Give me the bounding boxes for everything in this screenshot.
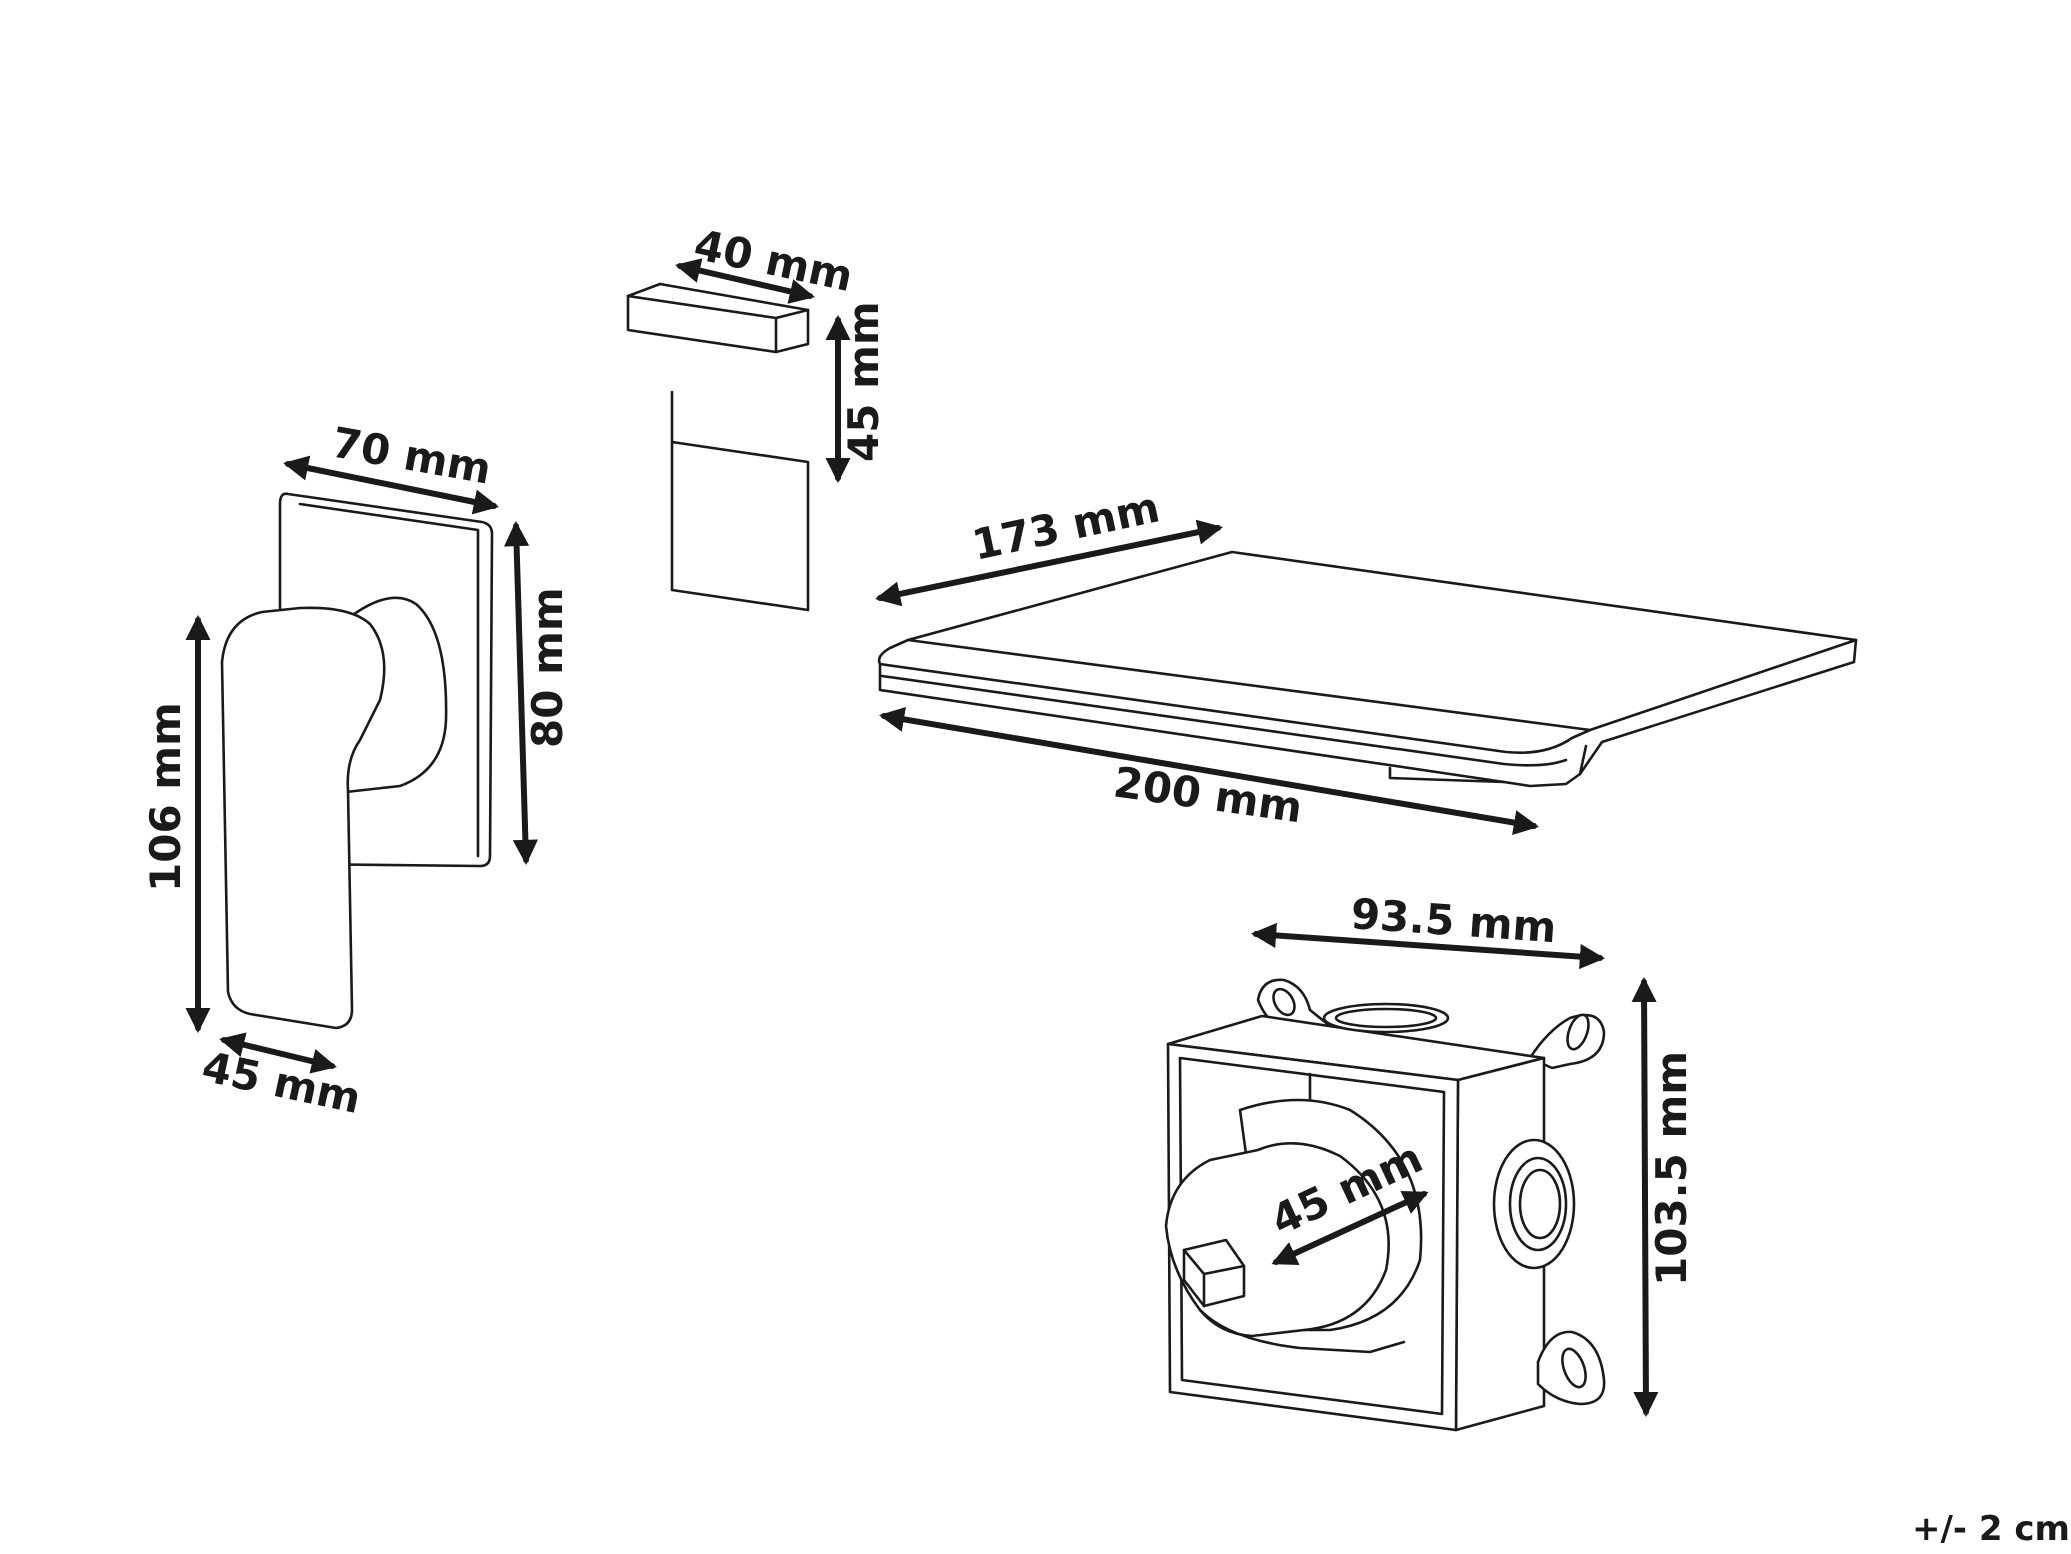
dim-handle-height: 106 mm — [141, 614, 211, 1034]
dim-box-width: 93.5 mm — [1250, 889, 1606, 970]
dim-handle-depth: 45 mm — [198, 1032, 365, 1123]
label-box-height: 103.5 mm — [1647, 1051, 1696, 1286]
dim-handle-plate-width: 70 mm — [283, 418, 499, 515]
label-small-spout-height: 45 mm — [839, 301, 888, 462]
label-handle-plate-width: 70 mm — [328, 418, 495, 494]
dim-handle-plate-height: 80 mm — [504, 520, 572, 866]
small-spout — [626, 282, 810, 612]
mixer-box — [1164, 978, 1606, 1432]
dim-box-height: 103.5 mm — [1631, 976, 1696, 1418]
dim-small-spout-height: 45 mm — [825, 301, 888, 484]
waterfall-spout — [877, 550, 1858, 788]
tolerance-note: +/- 2 cm — [1912, 1509, 2070, 1549]
handle-mixer — [220, 492, 494, 1030]
label-handle-height: 106 mm — [141, 702, 190, 892]
label-handle-plate-height: 80 mm — [523, 587, 572, 748]
dim-small-spout-width: 40 mm — [675, 220, 857, 304]
